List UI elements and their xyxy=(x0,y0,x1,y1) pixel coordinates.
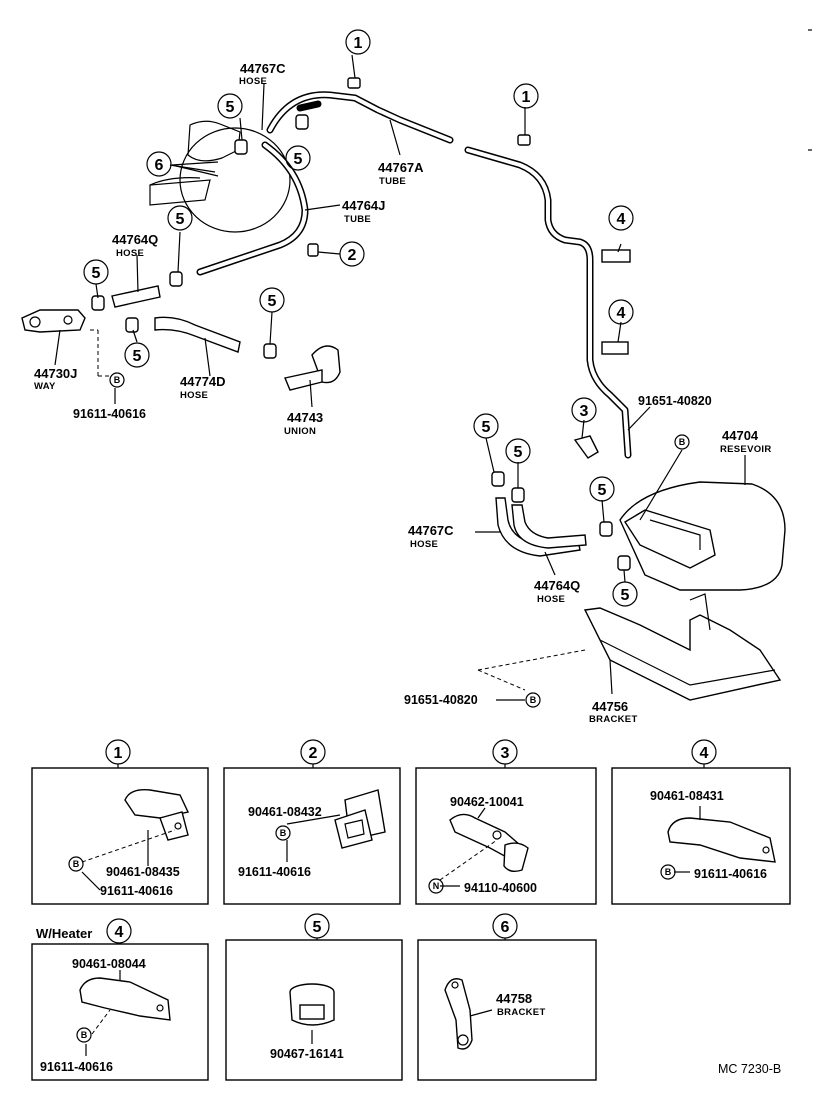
svg-text:5: 5 xyxy=(313,919,322,936)
tube-44764j xyxy=(196,141,309,276)
detail-5: 5 90467-16141 xyxy=(225,913,403,1081)
label-hose-low-c: HOSE xyxy=(410,539,438,550)
svg-text:5: 5 xyxy=(133,348,142,365)
svg-text:6: 6 xyxy=(501,919,510,936)
detail-3: 3 N 90462-10041 94110-40600 xyxy=(415,739,597,905)
detail-4-part-a: 90461-08431 xyxy=(650,789,724,803)
label-tube-a: TUBE xyxy=(379,176,406,187)
svg-text:4: 4 xyxy=(617,305,626,322)
label-91651-upper: 91651-40820 xyxy=(638,394,712,408)
svg-text:5: 5 xyxy=(176,211,185,228)
master-cylinder-outline xyxy=(149,120,291,233)
label-44743: 44743 xyxy=(287,410,323,425)
label-44764q-low: 44764Q xyxy=(534,578,580,593)
svg-text:N: N xyxy=(433,881,440,891)
union-44743 xyxy=(284,345,341,391)
detail-6-part-b: BRACKET xyxy=(497,1007,546,1018)
label-hose-low-q: HOSE xyxy=(537,594,565,605)
svg-text:B: B xyxy=(280,828,287,838)
svg-text:4: 4 xyxy=(617,211,626,228)
svg-text:1: 1 xyxy=(354,35,363,52)
label-44764j: 44764J xyxy=(342,198,385,213)
svg-text:5: 5 xyxy=(482,419,491,436)
label-hose-d: HOSE xyxy=(180,390,208,401)
svg-text:B: B xyxy=(81,1030,88,1040)
label-44730j: 44730J xyxy=(34,366,77,381)
detail-4h-part-a: 90461-08044 xyxy=(72,957,146,971)
way-44730j xyxy=(21,309,86,333)
hose-44764q-top xyxy=(111,285,161,308)
svg-text:3: 3 xyxy=(580,403,589,420)
detail-4h-prefix: W/Heater xyxy=(36,926,92,941)
svg-text:5: 5 xyxy=(514,444,523,461)
detail-5-part-a: 90467-16141 xyxy=(270,1047,344,1061)
detail-2: 2 B 90461-08432 91611-40616 xyxy=(223,739,401,905)
detail-2-part-b: 91611-40616 xyxy=(238,865,311,879)
lower-hoses xyxy=(495,497,587,557)
svg-text:B: B xyxy=(665,867,672,877)
label-bracket: BRACKET xyxy=(589,714,638,725)
diagram-code: MC 7230-B xyxy=(718,1062,781,1076)
label-union: UNION xyxy=(284,426,316,437)
label-44764q-top: 44764Q xyxy=(112,232,158,247)
tube-44767a xyxy=(266,91,632,459)
svg-text:5: 5 xyxy=(226,99,235,116)
label-hose-q-top: HOSE xyxy=(116,248,144,259)
detail-1-part-b: 91611-40616 xyxy=(100,884,173,898)
hose-44774d xyxy=(154,316,241,353)
detail-4h-part-b: 91611-40616 xyxy=(40,1060,113,1074)
svg-text:2: 2 xyxy=(309,745,318,762)
detail-4: 4 B 90461-08431 91611-40616 xyxy=(611,739,791,905)
svg-text:5: 5 xyxy=(621,587,630,604)
svg-text:B: B xyxy=(114,375,121,385)
detail-4-part-b: 91611-40616 xyxy=(694,867,767,881)
label-91611-main: 91611-40616 xyxy=(73,407,146,421)
label-44704: 44704 xyxy=(722,428,759,443)
detail-1-part-a: 90461-08435 xyxy=(106,865,180,879)
svg-text:1: 1 xyxy=(522,89,531,106)
label-91651-lower: 91651-40820 xyxy=(404,693,478,707)
label-44767c-top: 44767C xyxy=(240,61,286,76)
bracket-44756 xyxy=(583,593,782,701)
detail-2-part-a: 90461-08432 xyxy=(248,805,322,819)
svg-text:4: 4 xyxy=(700,745,709,762)
reservoir-44704 xyxy=(619,481,786,591)
label-way: WAY xyxy=(34,381,56,392)
svg-text:5: 5 xyxy=(92,265,101,282)
label-reservoir: RESEVOIR xyxy=(720,444,772,455)
svg-text:4: 4 xyxy=(115,924,124,941)
svg-text:5: 5 xyxy=(268,293,277,310)
svg-text:6: 6 xyxy=(155,157,164,174)
svg-text:B: B xyxy=(73,859,80,869)
detail-3-part-a: 90462-10041 xyxy=(450,795,524,809)
label-44767a: 44767A xyxy=(378,160,424,175)
label-tube-j: TUBE xyxy=(344,214,371,225)
detail-6: 6 44758 BRACKET xyxy=(417,913,597,1081)
label-44774d: 44774D xyxy=(180,374,226,389)
label-hose-top: HOSE xyxy=(239,76,267,87)
label-44756: 44756 xyxy=(592,699,628,714)
detail-6-part-a: 44758 xyxy=(496,991,532,1006)
leader-lines xyxy=(54,54,746,701)
svg-text:B: B xyxy=(530,695,537,705)
svg-text:2: 2 xyxy=(348,247,357,264)
svg-text:5: 5 xyxy=(294,151,303,168)
svg-text:1: 1 xyxy=(114,745,123,762)
callout-markers: 1 1 5 5 6 5 2 5 5 5 4 4 3 5 5 5 5 B B B xyxy=(83,29,690,708)
label-44767c-low: 44767C xyxy=(408,523,454,538)
clamps xyxy=(91,77,631,571)
svg-text:5: 5 xyxy=(598,482,607,499)
detail-4-heater: W/Heater 4 B 90461-08044 91611-40616 xyxy=(31,918,209,1081)
detail-3-part-b: 94110-40600 xyxy=(464,881,537,895)
detail-1: 1 B 90461-08435 91611-40616 xyxy=(31,739,209,905)
svg-text:3: 3 xyxy=(501,745,510,762)
svg-text:B: B xyxy=(679,437,686,447)
